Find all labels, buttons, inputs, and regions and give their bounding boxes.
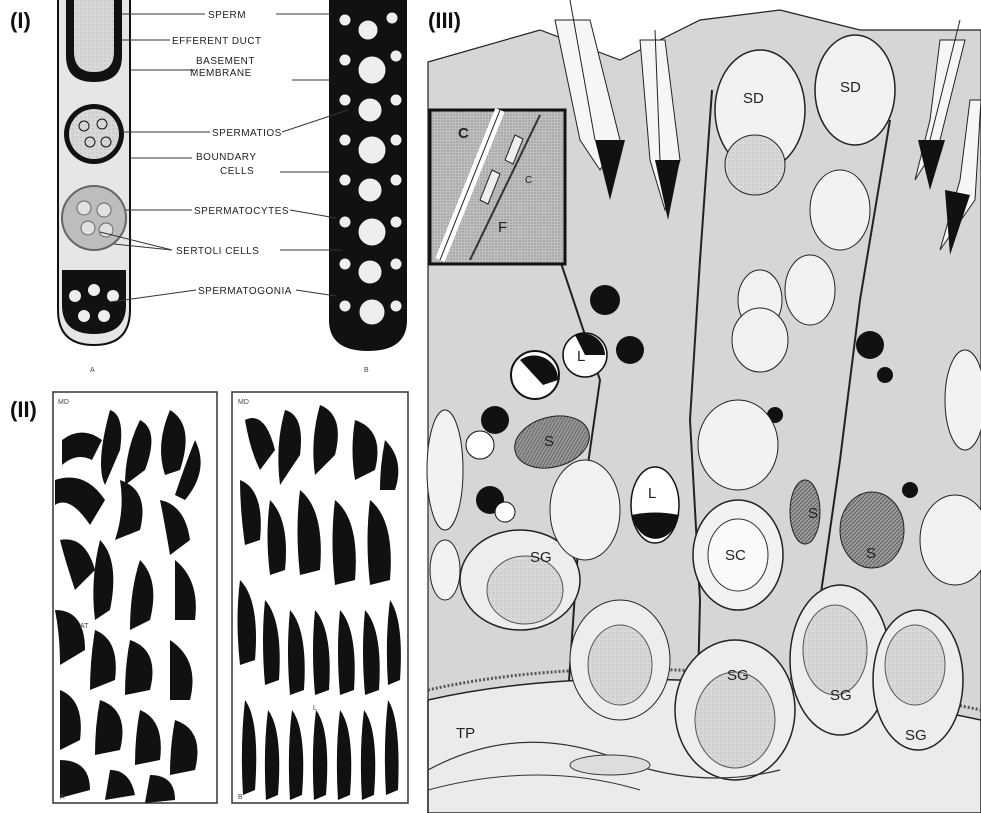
- tube-a: [58, 0, 130, 345]
- label-b: B: [364, 367, 369, 374]
- label-sg-1: SG: [530, 549, 552, 566]
- label-a: A: [90, 367, 95, 374]
- label-md-a: MD: [58, 399, 69, 406]
- label-inset-c-2: C: [525, 175, 533, 186]
- label-sd-1: SD: [743, 90, 764, 107]
- label-sertoli-cells: SERTOLI CELLS: [176, 246, 259, 257]
- label-s-1: S: [544, 433, 554, 450]
- label-at: AT: [80, 623, 89, 630]
- label-efferent-duct: EFFERENT DUCT: [172, 36, 262, 47]
- label-sg-3: SG: [830, 687, 852, 704]
- label-sg-4: SG: [905, 727, 927, 744]
- label-s-3: S: [866, 545, 876, 562]
- label-boundary: BOUNDARY: [196, 152, 257, 163]
- label-basement: BASEMENT: [196, 56, 255, 67]
- label-l-1: L: [577, 348, 585, 365]
- tube-b: [330, 0, 406, 350]
- panel-1-testis-diagram: SPERM EFFERENT DUCT BASEMENT MEMBRANE SP…: [58, 0, 406, 374]
- label-sd-2: SD: [840, 79, 861, 96]
- label-spermatogonia: SPERMATOGONIA: [198, 286, 292, 297]
- inset-detail: [430, 110, 565, 264]
- label-spermatios: SPERMATIOS: [212, 128, 282, 139]
- label-inset-f: F: [498, 219, 507, 236]
- label-sperm: SPERM: [208, 10, 246, 21]
- label-tp: TP: [456, 725, 475, 742]
- panel-2-cross-sections: MD AT: [53, 392, 408, 803]
- label-l-section: L: [313, 705, 317, 712]
- panel-3-tissue-section: SD SD C C F: [427, 0, 981, 813]
- label-a-2: A: [60, 794, 65, 801]
- label-md-b: MD: [238, 399, 249, 406]
- label-membrane: MEMBRANE: [190, 68, 252, 79]
- label-s-2: S: [808, 505, 818, 522]
- label-inset-c-1: C: [458, 125, 469, 142]
- label-sc: SC: [725, 547, 746, 564]
- label-b-2: B: [238, 794, 243, 801]
- label-sg-2: SG: [727, 667, 749, 684]
- label-l-2: L: [648, 485, 656, 502]
- label-cells: CELLS: [220, 166, 254, 177]
- label-spermatocytes: SPERMATOCYTES: [194, 206, 289, 217]
